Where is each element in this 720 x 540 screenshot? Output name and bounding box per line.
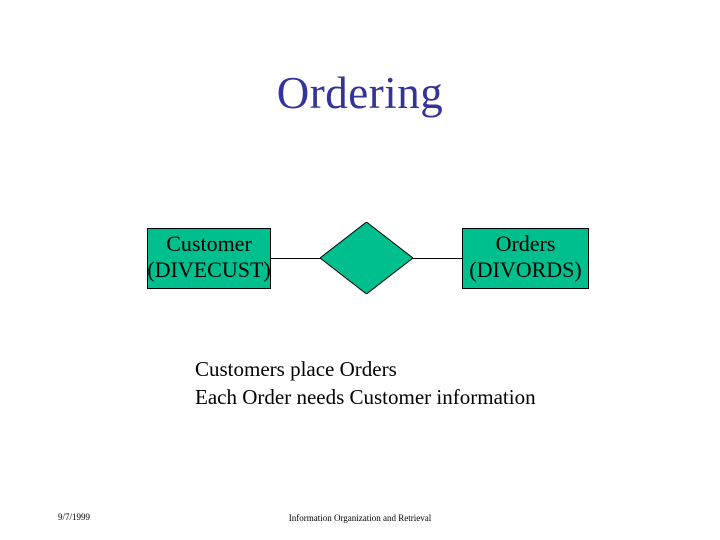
connector-relationship-to-orders xyxy=(412,258,463,259)
slide-body-text: Customers place Orders Each Order needs … xyxy=(195,355,675,411)
body-line-1: Customers place Orders xyxy=(195,357,397,381)
body-line-2: Each Order needs Customer information xyxy=(195,385,536,409)
entity-orders-code: (DIVORDS) xyxy=(469,257,582,282)
connector-customer-to-relationship xyxy=(270,258,321,259)
footer-center-text: Information Organization and Retrieval xyxy=(288,513,432,523)
entity-box-orders[interactable]: Orders (DIVORDS) xyxy=(462,228,589,289)
footer-date: 9/7/1999 xyxy=(58,512,91,522)
entity-customer-code: (DIVECUST) xyxy=(147,257,271,282)
entity-customer-name: Customer xyxy=(166,231,252,256)
relationship-diamond-icon[interactable] xyxy=(320,222,413,294)
entity-box-customer[interactable]: Customer (DIVECUST) xyxy=(147,228,271,289)
slide-title: Ordering xyxy=(276,68,444,118)
entity-orders-name: Orders xyxy=(495,231,556,256)
